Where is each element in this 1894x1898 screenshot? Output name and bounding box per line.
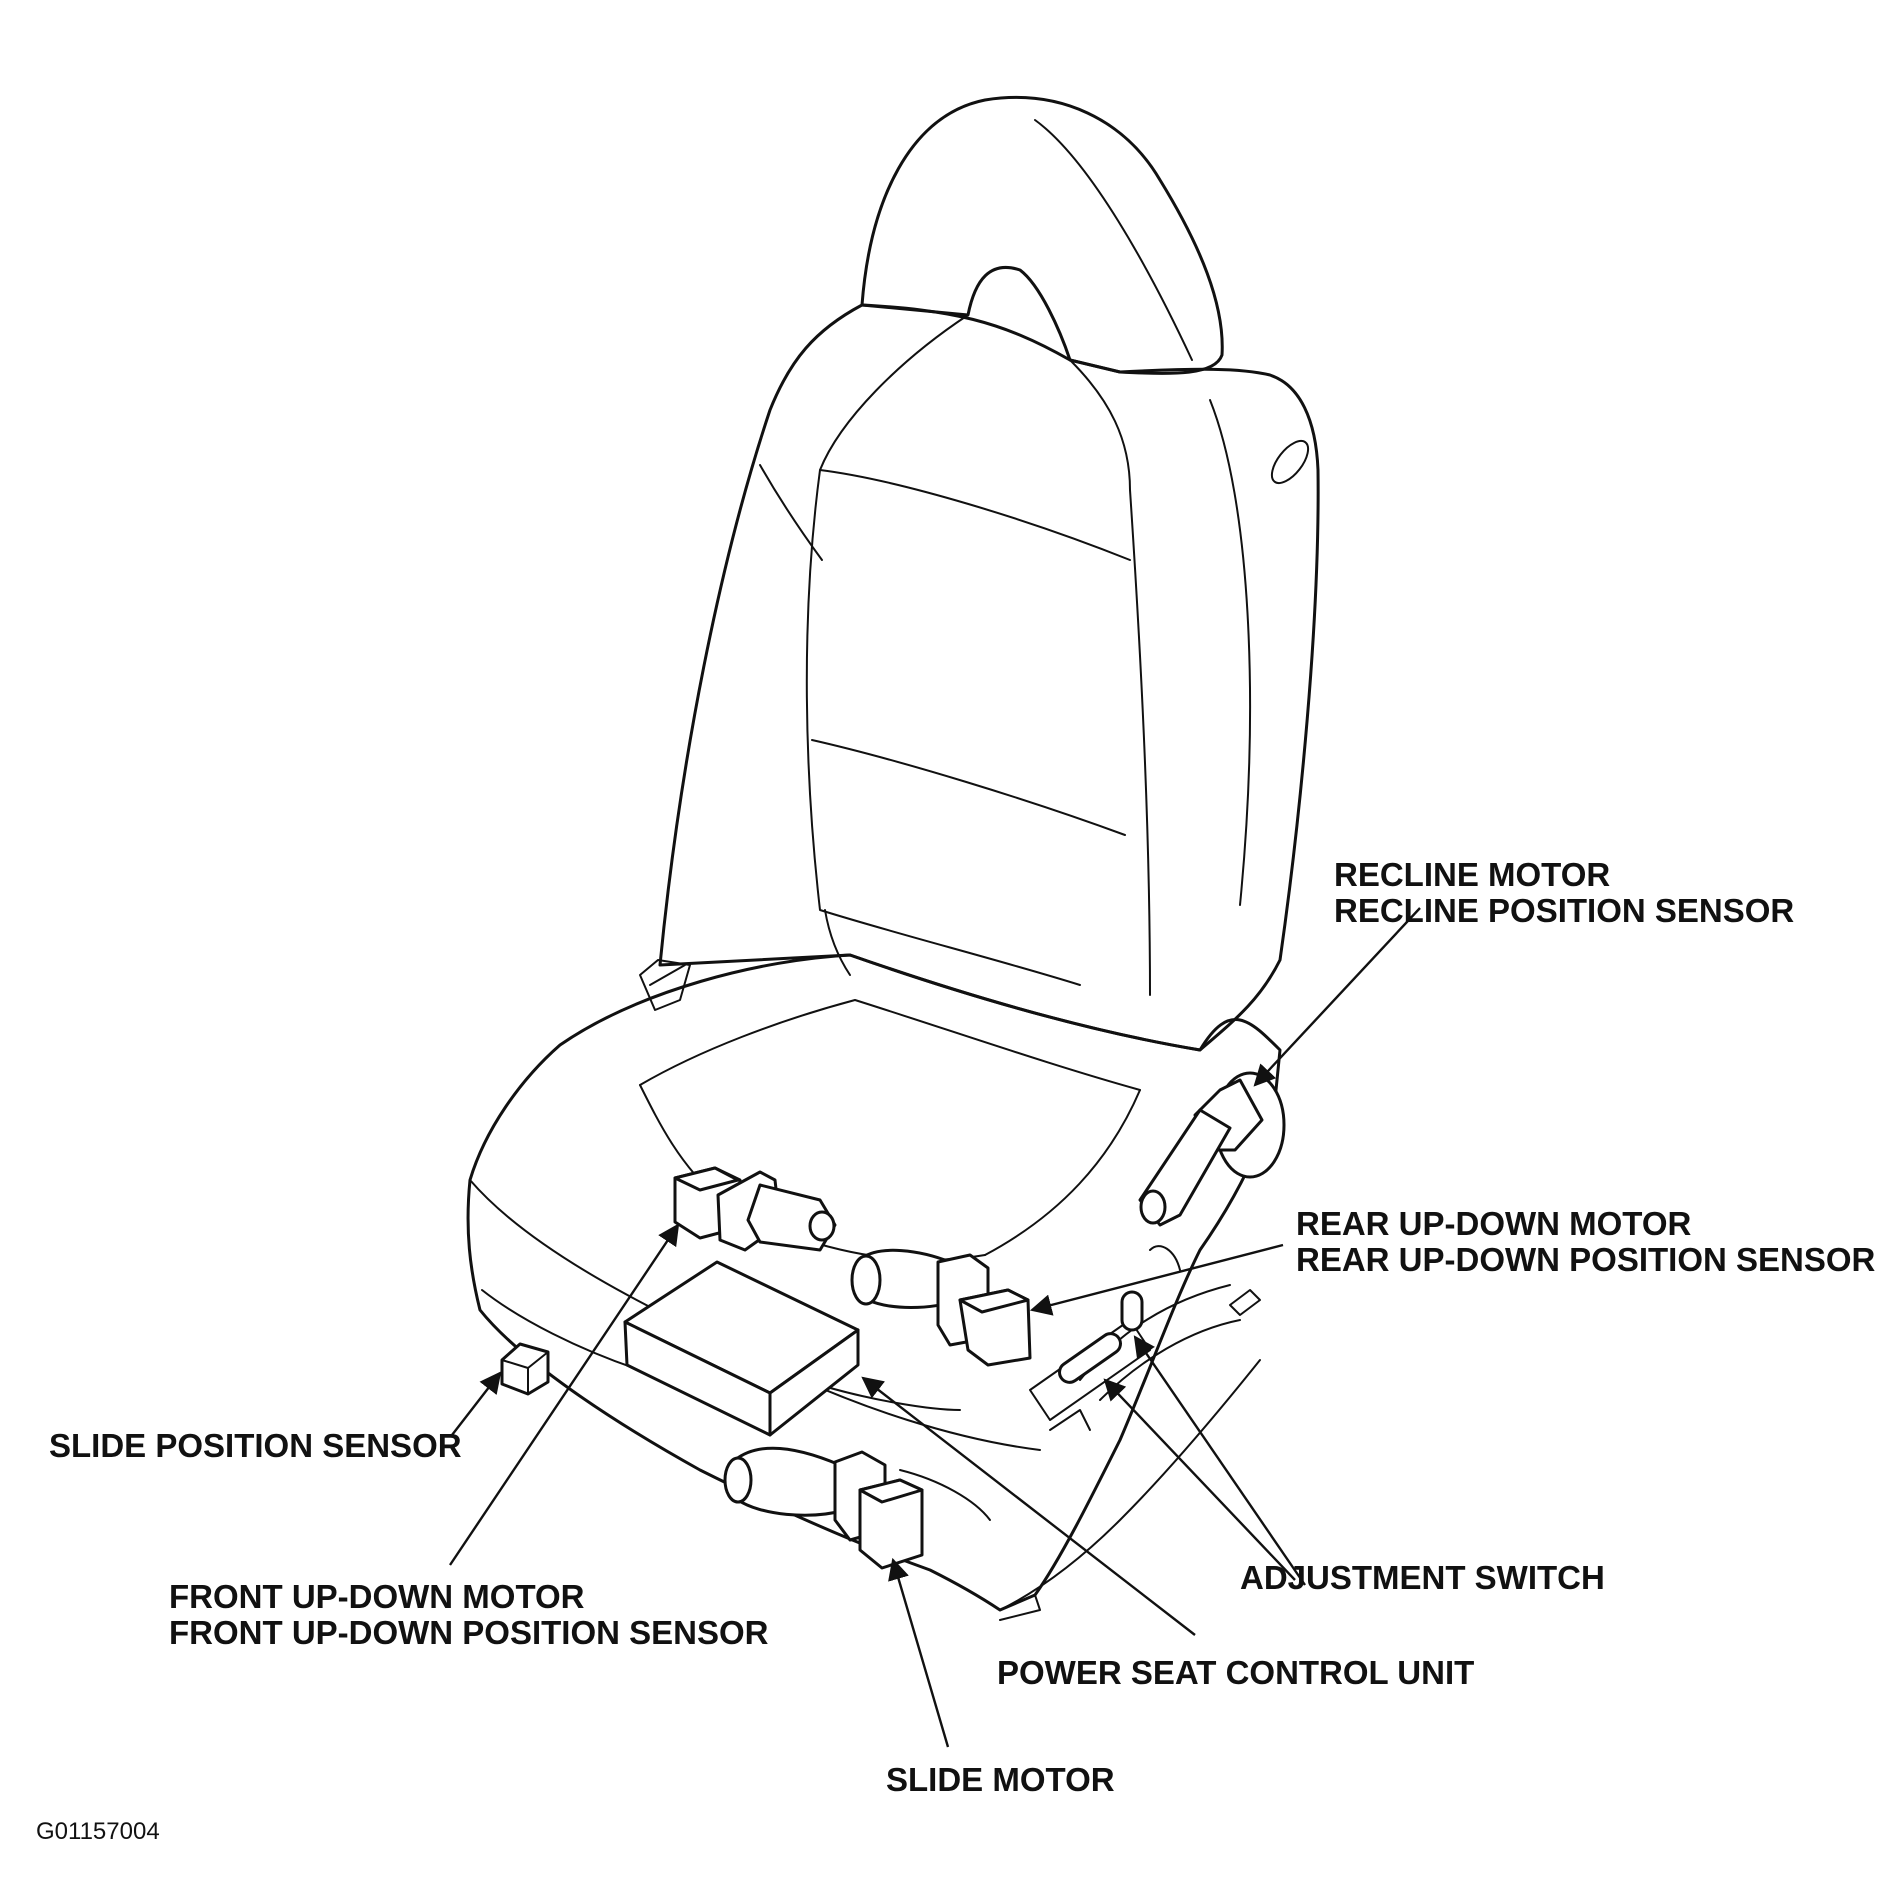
label-front-up-down-motor: FRONT UP-DOWN MOTOR — [169, 1578, 585, 1615]
seat-illustration — [449, 96, 1421, 1748]
recline-motor — [1138, 1071, 1286, 1227]
adjustment-switch-recline — [1120, 1290, 1144, 1332]
label-power-seat-control-unit: POWER SEAT CONTROL UNIT — [997, 1654, 1475, 1691]
seat-cushion — [466, 953, 1282, 1612]
power-seat-control-unit — [623, 1260, 860, 1437]
label-front-up-down-position-sensor: FRONT UP-DOWN POSITION SENSOR — [169, 1614, 769, 1651]
slide-motor — [723, 1446, 924, 1570]
label-slide-position-sensor: SLIDE POSITION SENSOR — [49, 1427, 462, 1464]
label-recline-position-sensor: RECLINE POSITION SENSOR — [1334, 892, 1795, 929]
rear-up-down-motor — [850, 1248, 1032, 1367]
label-recline-motor: RECLINE MOTOR — [1334, 856, 1611, 893]
label-adjustment-switch: ADJUSTMENT SWITCH — [1240, 1559, 1605, 1596]
headrest — [860, 96, 1224, 375]
adjustment-switch-slide — [1058, 1332, 1122, 1384]
label-rear-up-down-position-sensor: REAR UP-DOWN POSITION SENSOR — [1296, 1241, 1876, 1278]
slide-position-sensor — [500, 1342, 550, 1396]
label-slide-motor: SLIDE MOTOR — [886, 1761, 1115, 1798]
front-up-down-motor — [673, 1166, 837, 1252]
figure-code: G01157004 — [36, 1818, 160, 1845]
seat-back — [658, 303, 1320, 1052]
label-rear-up-down-motor: REAR UP-DOWN MOTOR — [1296, 1205, 1692, 1242]
